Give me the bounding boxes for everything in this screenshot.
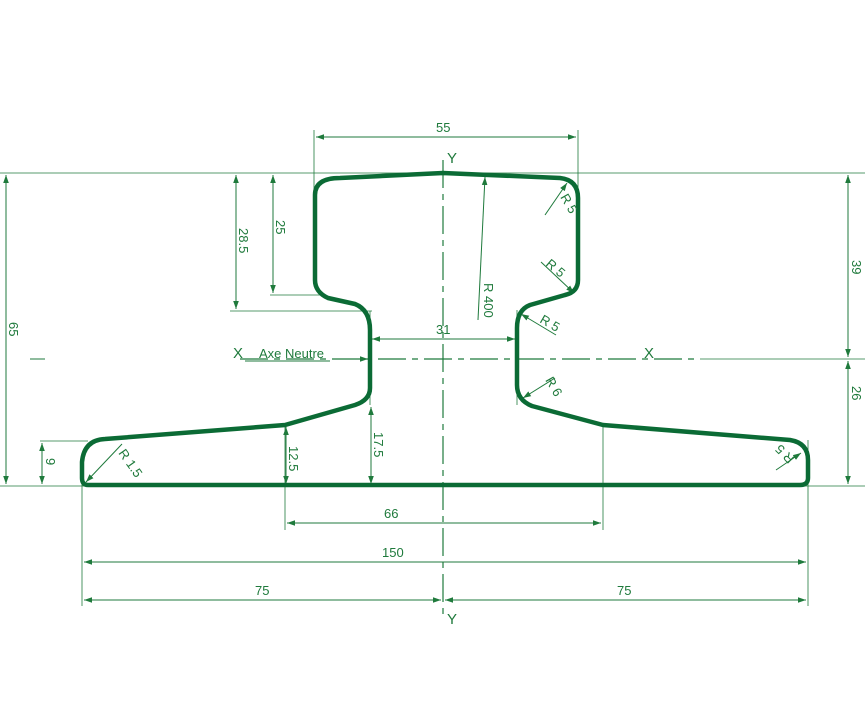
radius-head-lower: R 5 [543, 256, 568, 280]
dim-head-height-a: 28.5 [236, 228, 251, 253]
neutral-axis-label: Axe Neutre [259, 346, 324, 361]
dim-base-width: 150 [382, 545, 404, 560]
dim-flange-edge: 9 [43, 458, 58, 465]
dim-half-right: 75 [617, 583, 631, 598]
radius-web-lower: R 6 [542, 374, 565, 399]
dim-lower-to-axis: 26 [849, 386, 864, 400]
dim-head-width: 55 [436, 120, 450, 135]
dim-head-height-b: 25 [273, 220, 288, 234]
dim-upper-to-axis: 39 [849, 260, 864, 274]
dim-web-width: 31 [436, 322, 450, 337]
x-axis-right-label: X [644, 345, 654, 362]
rail-profile-outline [79, 170, 811, 488]
y-axis-top-label: Y [447, 150, 457, 167]
radius-left-toe: R 1.5 [116, 446, 146, 480]
dim-flange-slope: 12.5 [286, 446, 301, 471]
dim-total-height: 65 [6, 322, 21, 336]
radius-right-toe: R 5 [772, 442, 797, 467]
dim-flange-mid: 66 [384, 506, 398, 521]
dimension-lines [3, 134, 851, 603]
y-axis-bottom-label: Y [447, 611, 457, 628]
x-axis-left-label: X [233, 345, 243, 362]
extension-lines [0, 130, 865, 606]
dim-half-left: 75 [255, 583, 269, 598]
radius-web-upper: R 5 [538, 312, 563, 335]
dim-web-base: 17.5 [371, 432, 386, 457]
radius-crown: R 400 [481, 283, 496, 318]
